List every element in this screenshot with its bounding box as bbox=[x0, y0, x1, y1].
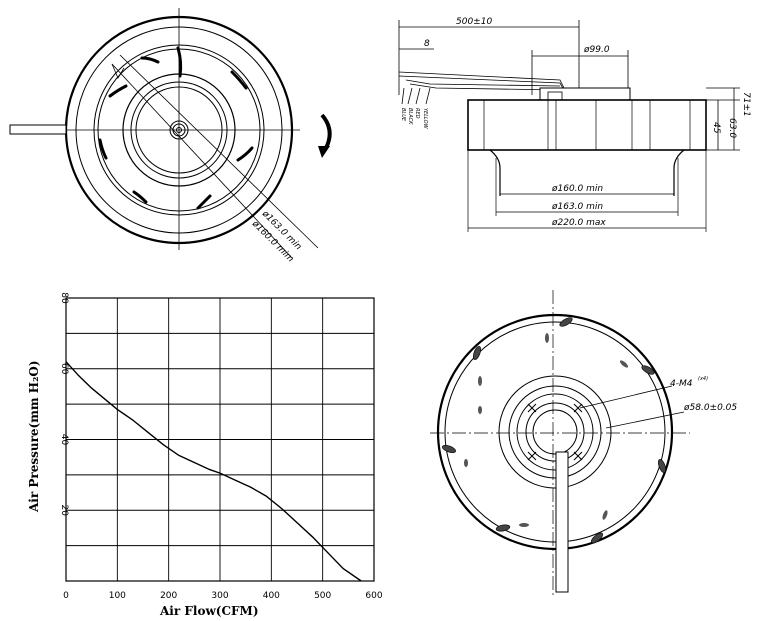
screw-label: 4-M4 bbox=[670, 379, 693, 389]
side-dia-220: ø220.0 max bbox=[551, 218, 606, 228]
wire-label-2: BLACK bbox=[407, 108, 413, 125]
x-tick-label: 0 bbox=[63, 591, 69, 601]
chart-grid bbox=[66, 298, 374, 581]
hub-dia-dim: ø99.0 bbox=[583, 45, 610, 55]
pq-chart: 0 100 200 300 400 500 600 20 40 60 80 Air Flow(CF… bbox=[27, 292, 383, 618]
y-tick-label: 40 bbox=[59, 434, 69, 446]
y-tick-label: 80 bbox=[59, 292, 69, 304]
rotation-arrow-icon bbox=[320, 113, 332, 149]
y-tick-label: 20 bbox=[59, 505, 69, 517]
side-view: 500±10 8 ø99.0 BLUE BLACK RED YELLOW bbox=[398, 17, 751, 232]
x-tick-label: 400 bbox=[263, 591, 280, 601]
x-tick-label: 600 bbox=[365, 591, 382, 601]
pq-curve bbox=[65, 361, 362, 582]
pcd-label: ø58.0±0.05 bbox=[683, 403, 737, 413]
height-body-dim: 63.0 bbox=[727, 118, 737, 138]
y-axis-title: Air Pressure(mm H₂O) bbox=[27, 360, 41, 513]
x-tick-label: 100 bbox=[109, 591, 126, 601]
cable-length-dim: 500±10 bbox=[456, 17, 492, 27]
top-view: ø163.0 min ø160.0 mim bbox=[9, 8, 332, 265]
x-axis-title: Air Flow(CFM) bbox=[159, 604, 259, 618]
x-tick-label: 500 bbox=[314, 591, 331, 601]
strip-length-dim: 8 bbox=[424, 39, 430, 49]
wire-label-1: BLUE bbox=[400, 108, 406, 122]
side-dia-160: ø160.0 min bbox=[551, 184, 603, 194]
wire-label-4: YELLOW bbox=[422, 108, 428, 130]
x-tick-labels: 0 100 200 300 400 500 600 bbox=[63, 591, 383, 601]
x-tick-label: 300 bbox=[211, 591, 228, 601]
height-wheel-dim: 45 bbox=[711, 122, 721, 134]
y-tick-labels: 20 40 60 80 bbox=[59, 292, 69, 516]
wire-label-3: RED bbox=[414, 108, 420, 119]
bottom-view: 4-M4 (x4) ø58.0±0.05 bbox=[430, 290, 737, 598]
y-tick-label: 60 bbox=[59, 363, 69, 375]
x-tick-label: 200 bbox=[160, 591, 177, 601]
side-dia-163: ø163.0 min bbox=[551, 202, 603, 212]
height-total-dim: 71±1 bbox=[741, 92, 751, 117]
screw-note: (x4) bbox=[698, 376, 708, 382]
